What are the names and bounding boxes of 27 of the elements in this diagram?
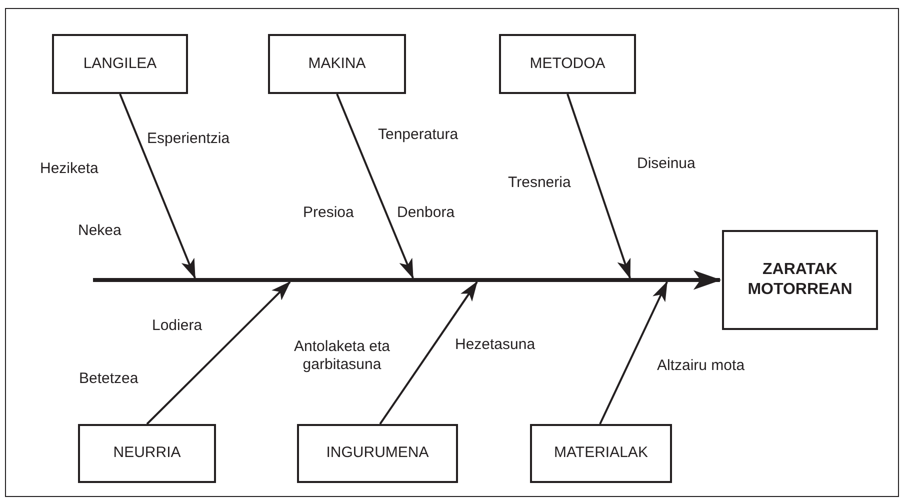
category-box: INGURUMENA	[297, 424, 458, 483]
category-box: MATERIALAK	[530, 424, 672, 483]
arrow	[599, 281, 668, 424]
cause-label: Nekea	[78, 222, 122, 240]
cause-label: Heziketa	[40, 160, 98, 178]
cause-label: Altzairu mota	[657, 357, 745, 375]
category-box: MAKINA	[268, 34, 406, 94]
cause-label: Tresneria	[508, 174, 571, 192]
cause-label: Esperientzia	[147, 130, 230, 148]
arrow	[146, 281, 291, 425]
cause-label: Antolaketa eta garbitasuna	[293, 338, 391, 374]
cause-label: Presioa	[303, 204, 354, 222]
category-box: METODOA	[499, 34, 636, 94]
category-box: NEURRIA	[78, 424, 216, 483]
arrow	[379, 281, 478, 425]
arrow	[566, 94, 631, 279]
cause-label: Hezetasuna	[455, 336, 536, 354]
cause-label: Diseinua	[637, 155, 696, 173]
effect-box: ZARATAK MOTORREAN	[722, 230, 878, 330]
cause-label: Denbora	[397, 204, 455, 222]
cause-label: Lodiera	[152, 317, 202, 335]
category-box: LANGILEA	[52, 34, 188, 94]
cause-label: Betetzea	[79, 370, 138, 388]
arrow	[336, 94, 414, 279]
arrow	[93, 270, 722, 290]
arrow	[119, 94, 196, 279]
cause-label: Tenperatura	[378, 126, 458, 144]
